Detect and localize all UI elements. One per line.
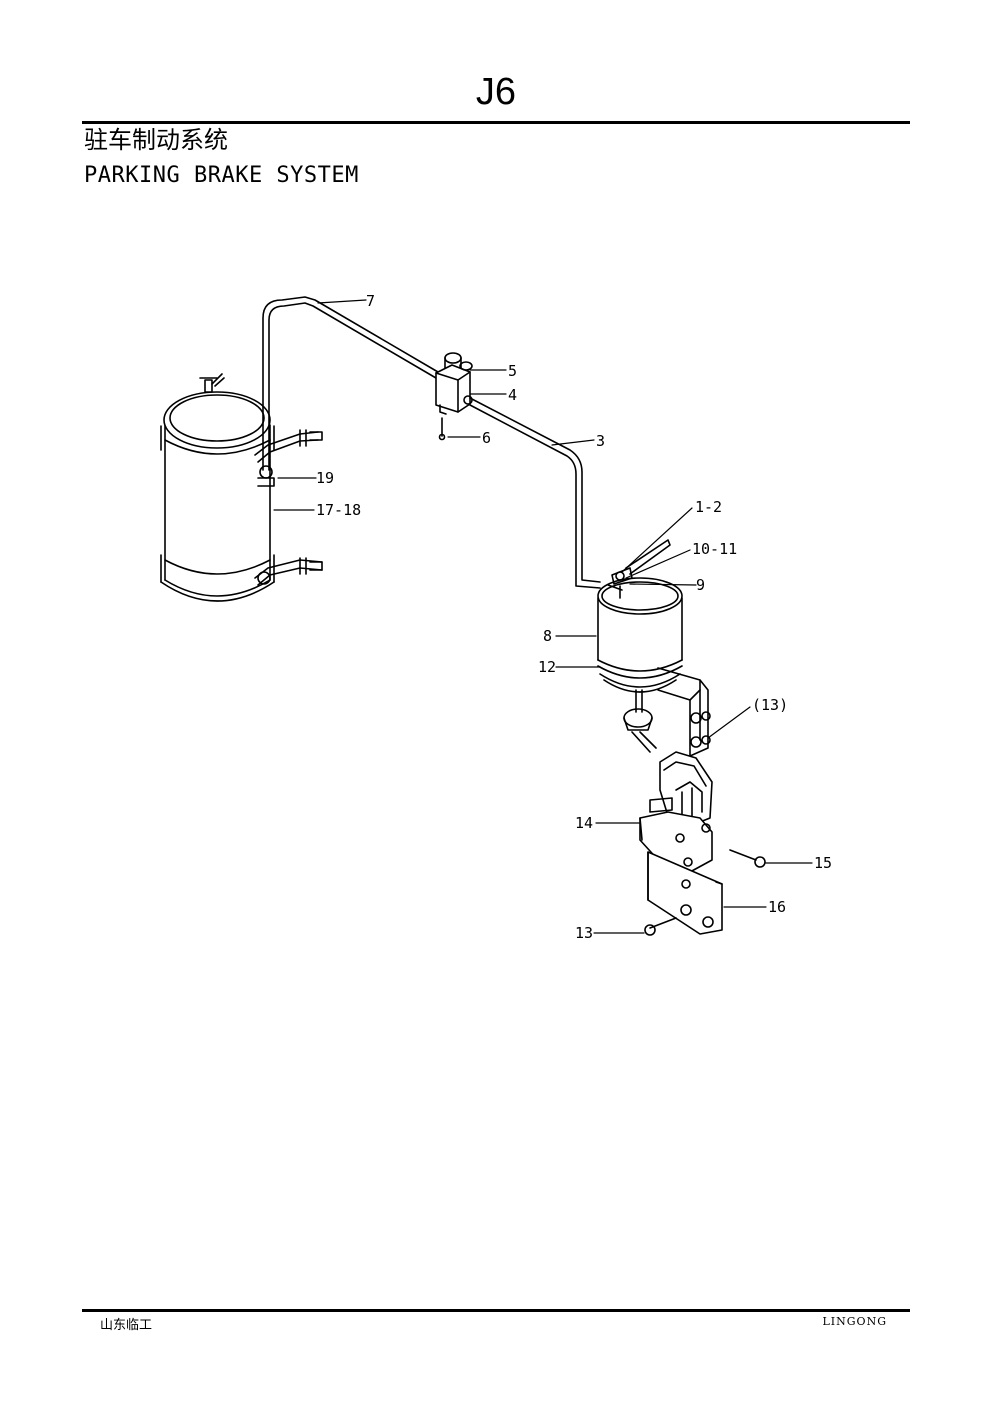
chamber-bracket [657,667,711,757]
callout-8: 8 [543,627,552,645]
pipe-3 [469,397,601,589]
bolt-13 [644,917,677,936]
callout-13-ref: (13) [752,696,788,714]
callout-1-2: 1-2 [695,498,722,516]
page-code: J6 [475,71,517,113]
bolt-15 [729,849,766,868]
section-title-chinese: 驻车制动系统 [84,126,228,154]
callout-4: 4 [508,386,517,404]
header-rule [82,121,910,124]
brake-chamber [597,539,683,753]
callout-labels: 7 5 4 6 3 19 17-18 1-2 10-11 9 8 12 (13)… [316,292,832,942]
section-title-english: PARKING BRAKE SYSTEM [84,163,359,188]
callout-9: 9 [696,576,705,594]
mounting-plate [647,851,723,935]
pipe-7 [257,296,439,487]
footer-company-cn: 山东临工 [100,1318,153,1333]
callout-3: 3 [596,432,605,450]
callout-19: 19 [316,469,334,487]
callout-7: 7 [366,292,375,310]
footer-rule [82,1309,910,1312]
leader-lines [273,299,813,934]
callout-13: 13 [575,924,593,942]
callout-5: 5 [508,362,517,380]
callout-17-18: 17-18 [316,501,361,519]
callout-10-11: 10-11 [692,540,737,558]
callout-6: 6 [482,429,491,447]
brake-valve [435,352,473,441]
callout-12: 12 [538,658,556,676]
callout-16: 16 [768,898,786,916]
callout-14: 14 [575,814,593,832]
callout-15: 15 [814,854,832,872]
air-tank [160,373,323,602]
footer-brand: LINGONG [822,1315,887,1328]
